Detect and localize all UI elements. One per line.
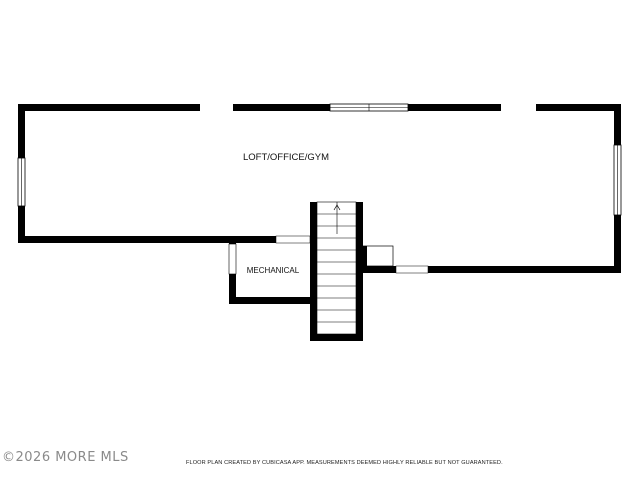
stair-arrow-icon bbox=[333, 204, 341, 211]
wall-top-right-a bbox=[408, 104, 501, 111]
wall-left-upper bbox=[18, 104, 25, 158]
stair-ledge bbox=[362, 245, 394, 273]
wall-top-mid bbox=[233, 104, 330, 111]
room-label-mechanical: MECHANICAL bbox=[247, 266, 300, 275]
wall-right-upper bbox=[614, 104, 621, 145]
windows bbox=[17, 103, 622, 216]
wall-bottom-right-short bbox=[362, 266, 396, 273]
mls-watermark: ©2026 MORE MLS bbox=[2, 450, 129, 465]
stair-treads bbox=[316, 201, 357, 335]
wall-bottom-right bbox=[428, 266, 621, 273]
stair-wall-left bbox=[310, 202, 317, 341]
mech-wall-bottom bbox=[229, 297, 316, 304]
wall-top-left bbox=[18, 104, 200, 111]
wall-top-right-b bbox=[536, 104, 621, 111]
exterior-walls bbox=[18, 104, 621, 273]
opening-bottom-right bbox=[395, 265, 429, 274]
stair-wall-bottom bbox=[310, 334, 363, 341]
stairwell bbox=[310, 201, 363, 341]
mech-wall-top bbox=[236, 236, 276, 243]
wall-bottom-left bbox=[18, 236, 276, 243]
room-label-loft: LOFT/OFFICE/GYM bbox=[243, 152, 329, 163]
wall-right-lower bbox=[614, 215, 621, 273]
floor-plan-disclaimer: FLOOR PLAN CREATED BY CUBICASA APP. MEAS… bbox=[186, 460, 503, 466]
stair-wall-right bbox=[356, 202, 363, 341]
wall-left-lower bbox=[18, 206, 25, 243]
mech-opening bbox=[275, 235, 311, 244]
mech-door bbox=[228, 243, 237, 275]
